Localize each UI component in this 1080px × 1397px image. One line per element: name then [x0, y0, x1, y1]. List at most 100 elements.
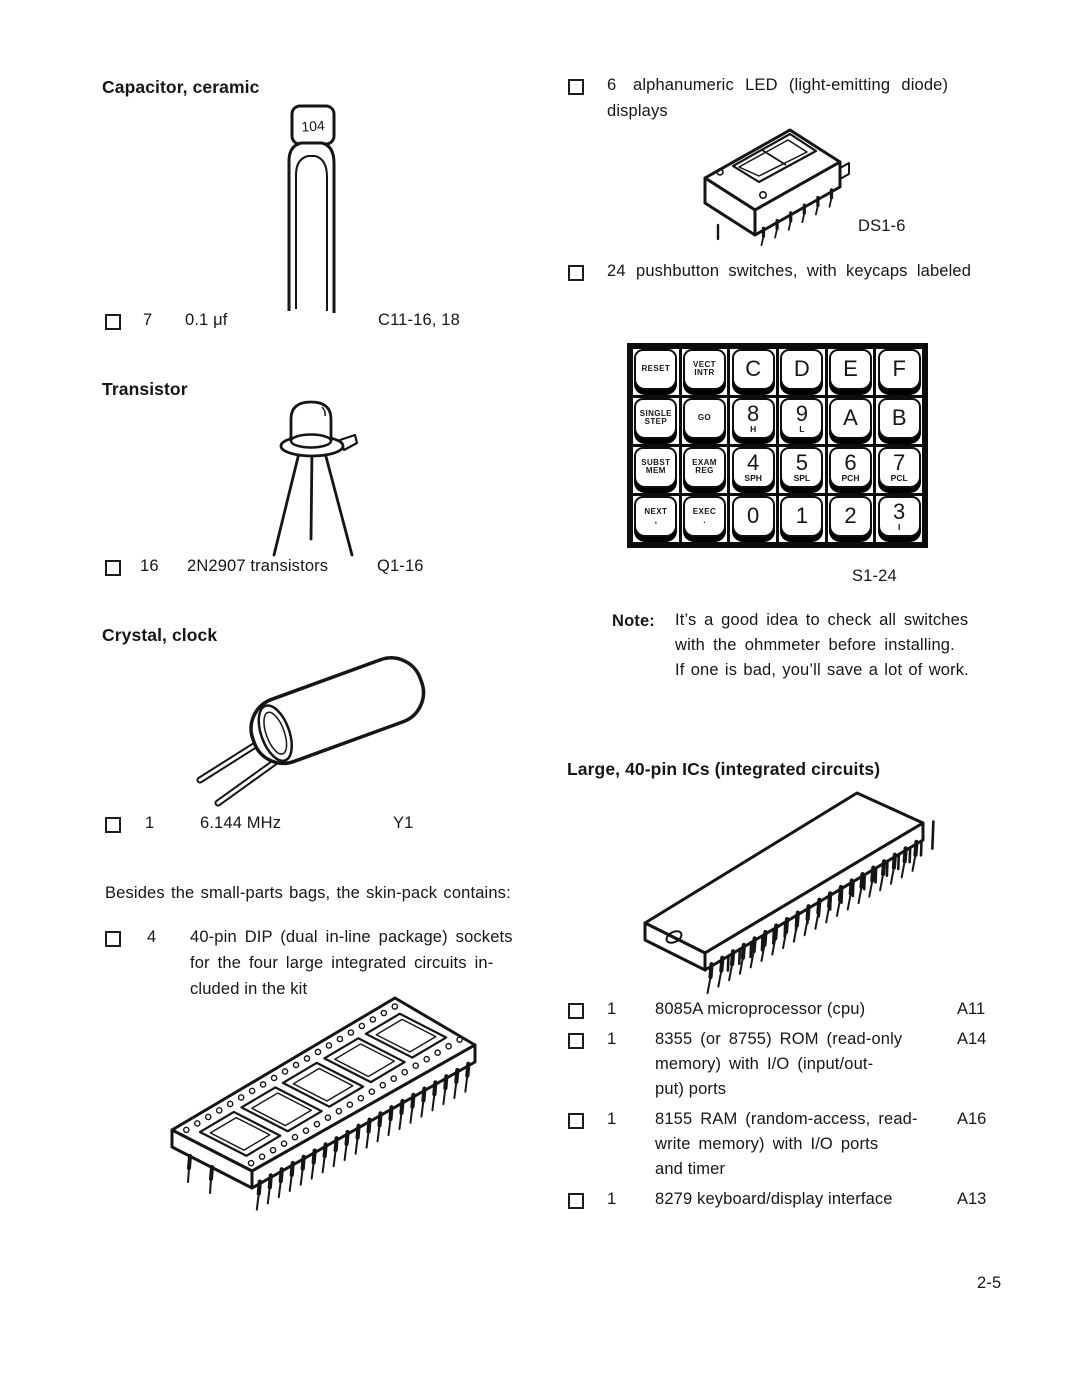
part-desc: 8279 keyboard/display interface [655, 1187, 957, 1212]
note-line: It’s a good idea to check all switches [675, 611, 969, 629]
keycap: 1 [780, 496, 824, 537]
keypad-key-reset: RESET [633, 349, 679, 395]
part-ref: Q1-16 [377, 557, 424, 575]
key-label: VECT [693, 360, 716, 370]
desc-line: write memory) with I/O ports [655, 1135, 879, 1153]
key-sublabel: . [703, 515, 706, 526]
key-sublabel: L [799, 423, 805, 434]
key-sublabel: SPH [744, 472, 762, 483]
checkbox-icon [105, 560, 121, 576]
keypad-key-0: 0 [730, 496, 776, 542]
desc-line: 8155 RAM (random-access, read- [655, 1110, 918, 1128]
part-qty: 1 [607, 1110, 617, 1128]
key-label: 5 [795, 449, 808, 475]
part-qty: 1 [607, 1000, 617, 1018]
key-label: F [892, 356, 906, 382]
part-desc: 6.144 MHz [200, 814, 282, 832]
key-label: D [793, 356, 810, 382]
part-ref: C11-16, 18 [378, 311, 460, 329]
keypad-key-go: GO [681, 398, 728, 444]
parts-list-item: 1 8155 RAM (random-access, read-write mem… [565, 1107, 1015, 1182]
key-label: C [745, 356, 762, 382]
part-ref: A14 [957, 1030, 987, 1048]
keypad-key-exec: EXEC. [681, 496, 728, 542]
led-display-illustration [703, 128, 850, 246]
capacitor-marking: 104 [301, 117, 326, 135]
key-sublabel: PCL [890, 472, 908, 483]
key-label: 6 [844, 449, 857, 475]
keycap: B [877, 398, 921, 439]
part-qty: 16 [140, 557, 159, 575]
part-desc: 0.1 μf [185, 311, 228, 329]
keycap: A [828, 398, 873, 439]
part-qty: 6 [607, 76, 617, 94]
key-label: 4 [747, 449, 760, 475]
key-label: EXAM [692, 458, 717, 468]
note-text: It’s a good idea to check all switches w… [675, 608, 969, 683]
desc-line: displays [607, 102, 668, 120]
section-heading-capacitor: Capacitor, ceramic [102, 77, 260, 97]
note-line: If one is bad, you’ll save a lot of work… [675, 661, 969, 679]
key-label: B [891, 405, 907, 431]
keycap: F [877, 349, 921, 390]
checkbox-icon [568, 1113, 584, 1129]
section-heading-transistor: Transistor [102, 379, 188, 399]
key-sublabel: , [654, 515, 658, 526]
key-label: EXEC [692, 507, 717, 517]
transistor-illustration [272, 400, 359, 557]
part-qty: 1 [607, 1190, 617, 1208]
key-label: GO [697, 413, 712, 423]
desc-line: cluded in the kit [190, 980, 308, 998]
checkbox-icon [105, 817, 121, 833]
keycap: E [828, 349, 873, 390]
part-desc: pushbutton switches, with keycaps labele… [636, 262, 972, 280]
key-sublabel: H [750, 423, 757, 434]
checkbox-icon [568, 1193, 584, 1209]
part-ref: A11 [957, 1000, 986, 1018]
key-label: 3 [893, 498, 906, 524]
desc-line: alphanumeric LED (light-emitting diode) [633, 76, 949, 94]
desc-line: put) ports [655, 1080, 727, 1098]
desc-line: 8355 (or 8755) ROM (read-only [655, 1030, 903, 1048]
key-label: 7 [893, 449, 906, 475]
key-sublabel: SPL [793, 472, 811, 483]
keypad-key-d: D [779, 349, 825, 395]
checkbox-icon [568, 1003, 584, 1019]
note-label: Note: [612, 612, 655, 630]
ic-illustration [643, 791, 935, 995]
part-ref: A13 [957, 1190, 987, 1208]
keypad-key-2: 2 [827, 496, 874, 542]
part-desc: 8155 RAM (random-access, read-write memo… [655, 1107, 957, 1182]
dip-socket-illustration [170, 996, 477, 1211]
part-ref: Y1 [393, 814, 414, 832]
desc-line: and timer [655, 1160, 726, 1178]
keycap: GO [682, 398, 727, 439]
keycap: EXEC. [682, 496, 727, 537]
note-line: with the ohmmeter before installing. [675, 636, 955, 654]
key-label: RESET [641, 364, 671, 374]
keycap: NEXT, [634, 496, 678, 537]
key-sublabel: PCH [841, 472, 860, 483]
part-qty: 4 [147, 928, 157, 946]
keypad-key-c: C [730, 349, 776, 395]
checkbox-icon [568, 1033, 584, 1049]
